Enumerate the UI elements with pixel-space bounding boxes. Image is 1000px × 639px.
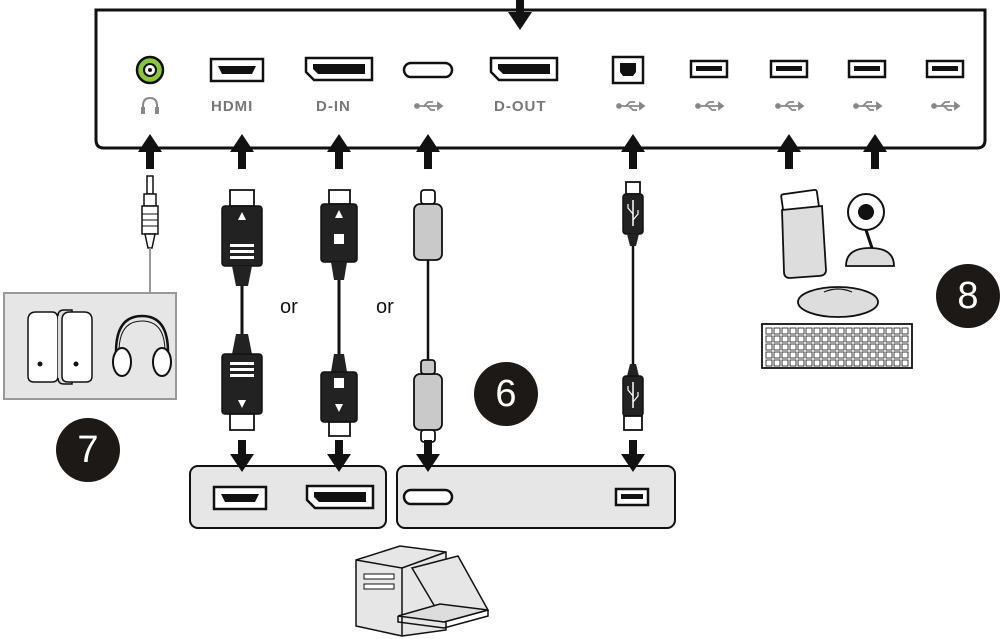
- usb-a-port-1: [689, 59, 729, 79]
- top-arrow: [508, 0, 532, 30]
- usb-a-port-3: [847, 59, 887, 79]
- headphone-icon: [141, 96, 159, 114]
- displayport-out-port: [489, 56, 559, 82]
- usb-upstream-cable: [622, 181, 644, 431]
- displayport-out-label: D-OUT: [494, 98, 547, 115]
- or-label-1: or: [280, 296, 298, 318]
- usb-icon: [931, 101, 961, 111]
- usb-b-port: [611, 55, 645, 85]
- hdmi-port-label: HDMI: [211, 98, 254, 115]
- usb-a-port-4: [925, 59, 965, 79]
- usb-c-cable: [413, 189, 443, 443]
- usb-c-port: [402, 61, 454, 79]
- usb-icon: [775, 101, 805, 111]
- displayport-in-port: [304, 56, 374, 82]
- usb-flash-drive-icon: [780, 188, 827, 279]
- audio-jack-port: [135, 55, 165, 85]
- up-arrows: [138, 134, 887, 169]
- callout-badge-6: 6: [474, 362, 538, 426]
- or-label-2: or: [376, 296, 394, 318]
- displayport-cable: [320, 189, 358, 437]
- callout-badge-8: 8: [936, 264, 1000, 328]
- audio-cable: [141, 175, 159, 293]
- keyboard-icon: [761, 323, 913, 369]
- usb-a-port-2: [769, 59, 809, 79]
- pc-usb-ports-panel: [396, 465, 676, 529]
- headphones-icon: [112, 314, 172, 377]
- usb-icon: [616, 101, 646, 111]
- mouse-icon: [797, 286, 879, 318]
- callout-badge-7: 7: [56, 418, 120, 482]
- laptop-icon: [397, 555, 490, 629]
- usb-icon: [414, 101, 444, 111]
- hdmi-port: [209, 57, 265, 83]
- usb-icon: [853, 101, 883, 111]
- webcam-icon: [845, 193, 895, 267]
- pc-video-ports-panel: [189, 465, 387, 529]
- hdmi-cable: [221, 189, 263, 431]
- displayport-in-label: D-IN: [316, 98, 351, 115]
- usb-icon: [695, 101, 725, 111]
- down-arrows: [230, 440, 645, 472]
- speakers-icon: [27, 309, 93, 385]
